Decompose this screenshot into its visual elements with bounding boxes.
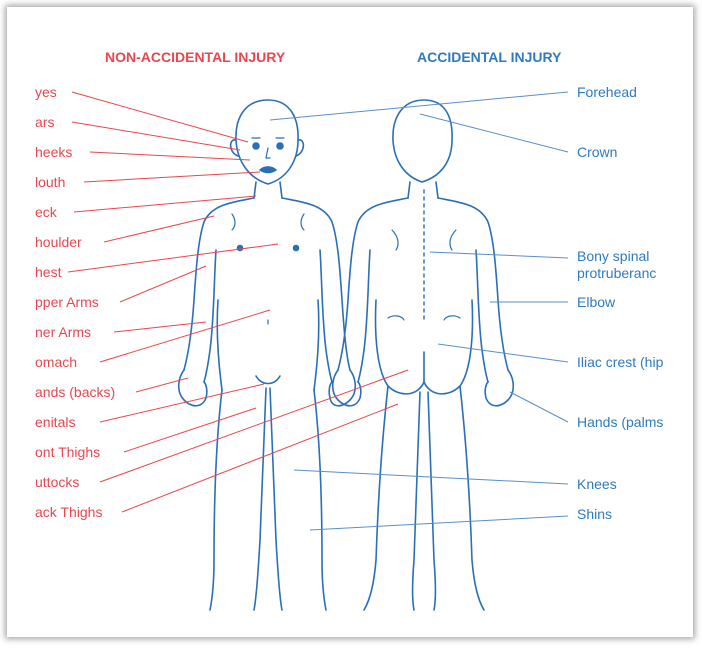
label-shins: Shins [577, 506, 612, 522]
label-eyes: yes [35, 84, 57, 100]
label-chest: hest [35, 264, 61, 280]
back-figure [333, 100, 514, 610]
body-diagram [7, 7, 693, 637]
label-shoulder: houlder [35, 234, 82, 250]
label-iliac-crest: Iliac crest (hip [577, 354, 663, 370]
label-genitals: enitals [35, 414, 75, 430]
label-neck: eck [35, 204, 57, 220]
label-hands-backs: ands (backs) [35, 384, 115, 400]
label-ears: ars [35, 114, 54, 130]
front-figure [179, 100, 356, 610]
label-bony-spinal: Bony spinal [577, 248, 649, 264]
label-crown: Crown [577, 144, 617, 160]
label-elbow: Elbow [577, 294, 615, 310]
label-protruberance: protruberanc [577, 265, 656, 281]
label-upper-arms: pper Arms [35, 294, 99, 310]
label-hands-palms: Hands (palms [577, 414, 663, 430]
right-leader-lines [270, 92, 568, 530]
diagram-frame: NON-ACCIDENTAL INJURY ACCIDENTAL INJURY [7, 7, 693, 637]
label-mouth: louth [35, 174, 65, 190]
label-knees: Knees [577, 476, 617, 492]
label-front-thighs: ont Thighs [35, 444, 100, 460]
label-forehead: Forehead [577, 84, 637, 100]
label-stomach: omach [35, 354, 77, 370]
label-cheeks: heeks [35, 144, 72, 160]
label-inner-arms: ner Arms [35, 324, 91, 340]
label-buttocks: uttocks [35, 474, 79, 490]
label-back-thighs: ack Thighs [35, 504, 102, 520]
